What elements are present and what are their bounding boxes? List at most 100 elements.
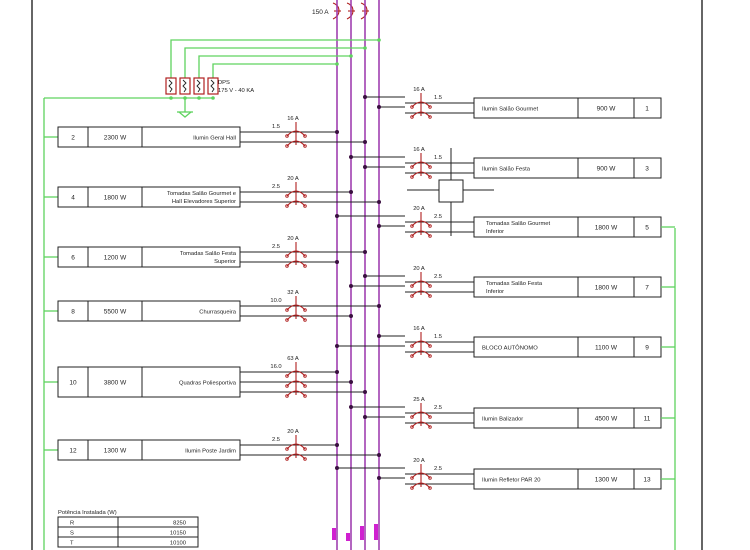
breaker-contact: [428, 415, 432, 419]
bus-connection-node: [363, 165, 367, 169]
breaker-arc: [286, 453, 306, 460]
bus-connection-node: [363, 250, 367, 254]
circuit-number-cell: [57, 366, 89, 398]
breaker-contact: [410, 165, 414, 169]
breaker-rating: 20 A: [287, 236, 299, 242]
breaker-contact: [410, 115, 414, 119]
breaker-arc: [286, 443, 306, 450]
bus-connection-node: [377, 476, 381, 480]
breaker-contact: [285, 204, 289, 208]
bus-connection-node: [377, 304, 381, 308]
phase-cell: [57, 526, 119, 538]
breaker-contact: [410, 415, 414, 419]
dps-module: [193, 77, 205, 95]
circuit-description: Ilumin Balizador: [482, 417, 523, 423]
circuit-number: 8: [71, 309, 75, 316]
breaker-arc: [286, 140, 306, 147]
bus-connection-node: [363, 390, 367, 394]
bus-connection-node: [377, 105, 381, 109]
circuit-power: 5500 W: [104, 309, 127, 316]
breaker-contact: [303, 134, 307, 138]
breaker-contact: [285, 318, 289, 322]
breaker-contact: [285, 264, 289, 268]
breaker-contact: [303, 264, 307, 268]
breaker-contact: [285, 194, 289, 198]
circuit-number: 1: [645, 106, 649, 113]
bus-connection-node: [377, 200, 381, 204]
breaker-arc: [286, 250, 306, 257]
bus-connection-node: [363, 95, 367, 99]
breaker-arc: [411, 111, 431, 118]
bus-connection-node: [349, 284, 353, 288]
dps-feed-line: [198, 55, 351, 78]
bus-connection-node: [349, 314, 353, 318]
breaker-contact: [428, 175, 432, 179]
circuit-power: 900 W: [597, 106, 617, 113]
circuit-description-line2: Inferior: [486, 229, 504, 235]
circuit-description: Ilumin Salão Gourmet: [482, 107, 538, 113]
breaker-contact: [303, 144, 307, 148]
ground-node: [211, 96, 215, 100]
breaker-contact: [303, 318, 307, 322]
phase-cell: [57, 516, 119, 528]
bus-marker-0: [332, 528, 336, 540]
circuit-number: 13: [643, 477, 651, 484]
surge-icon: [168, 79, 173, 93]
breaker-contact: [428, 115, 432, 119]
circuit-number: 3: [645, 166, 649, 173]
bus-connection-node: [335, 443, 339, 447]
main-breaker-rating: 150 A: [312, 9, 329, 16]
breaker-contact: [285, 384, 289, 388]
circuit-description-line1: Tomadas Salão Gourmet e: [167, 191, 236, 197]
breaker-contact: [303, 394, 307, 398]
cable-section: 1.5: [272, 124, 280, 130]
circuit-number: 10: [69, 380, 77, 387]
circuit-number: 6: [71, 255, 75, 262]
breaker-contact: [428, 486, 432, 490]
circuit-description-cell: [141, 366, 241, 398]
breaker-arc: [411, 472, 431, 479]
cable-section: 2.5: [434, 405, 442, 411]
circuit-number: 2: [71, 135, 75, 142]
dps-feed-node: [349, 54, 353, 58]
ground-node: [197, 96, 201, 100]
breaker-contact: [410, 234, 414, 238]
cable-section: 16.0: [270, 364, 281, 370]
breaker-rating: 20 A: [413, 206, 425, 212]
dps-label: DPS: [218, 80, 230, 86]
bus-connection-node: [377, 334, 381, 338]
circuit-number: 5: [645, 225, 649, 232]
dps-surge-protectors: [165, 77, 219, 95]
breaker-contact: [303, 308, 307, 312]
breaker-contact: [410, 476, 414, 480]
breaker-contact: [410, 224, 414, 228]
value-cell: [117, 536, 199, 548]
breaker-contact: [303, 384, 307, 388]
breaker-contact: [428, 425, 432, 429]
bus-connection-node: [363, 274, 367, 278]
breaker-arc: [411, 482, 431, 489]
circuit-power: 1800 W: [595, 285, 618, 292]
bus-connection-node: [349, 190, 353, 194]
breaker-arc: [411, 220, 431, 227]
breaker-contact: [303, 457, 307, 461]
bus-connection-node: [349, 380, 353, 384]
bus-connection-node: [377, 453, 381, 457]
bus-marker-2: [360, 526, 364, 540]
circuit-description: Ilumin Salão Festa: [482, 167, 531, 173]
circuit-description: BLOCO AUTÔNOMO: [482, 345, 538, 352]
dps-module: [165, 77, 177, 95]
surge-icon: [210, 79, 215, 93]
cable-section: 2.5: [272, 244, 280, 250]
circuit-description-line2: Hall Elevadores Superior: [172, 199, 236, 205]
breaker-contact: [285, 447, 289, 451]
breaker-rating: 20 A: [413, 458, 425, 464]
breaker-rating: 16 A: [413, 326, 425, 332]
dps-feed-node: [377, 38, 381, 42]
circuit-description-cell: [141, 300, 241, 322]
breaker-contact: [303, 194, 307, 198]
